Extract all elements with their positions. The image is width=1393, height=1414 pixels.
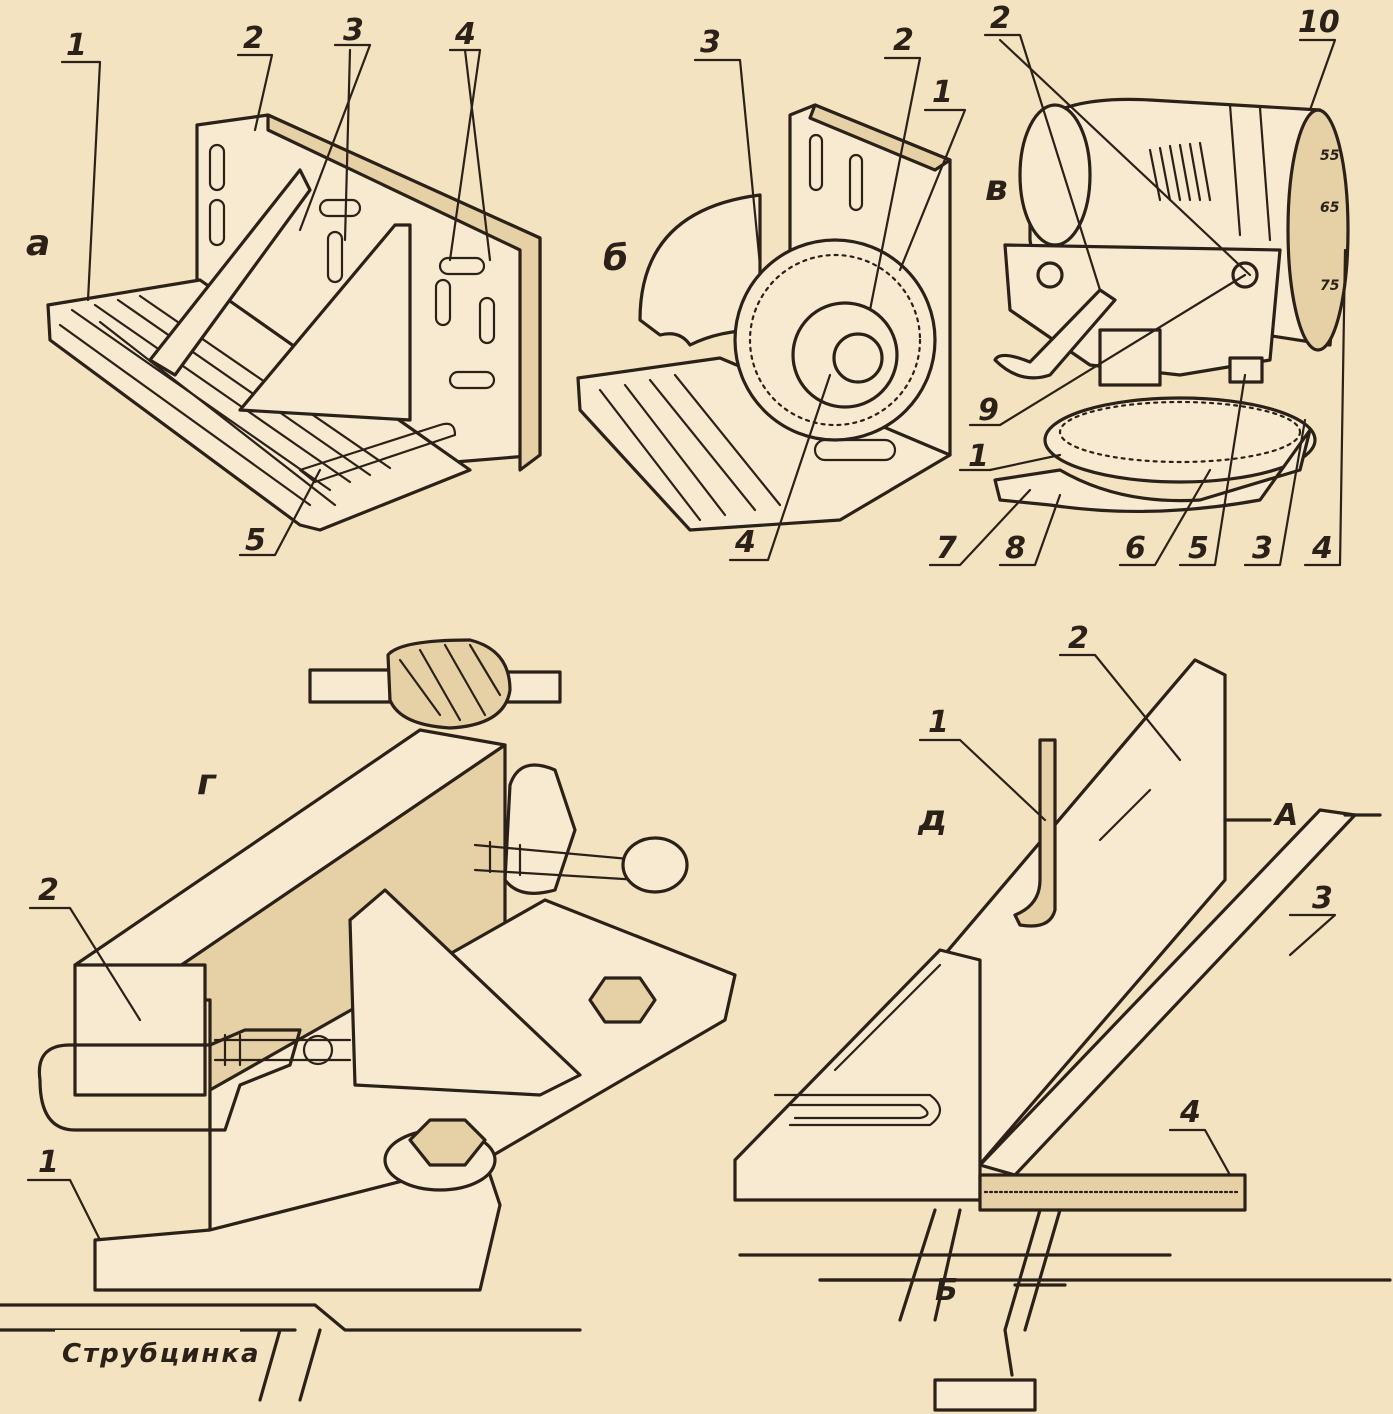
panel-v-callout-1: 1 [968,439,989,474]
cutter-teeth [398,643,502,722]
base-dial-graduation [1058,400,1302,464]
panel-v-universal-table: 55 65 75 в 2 10 9 1 7 8 6 5 3 4 [928,1,1350,567]
rib-left [148,168,312,377]
panel-b-letter: б [603,238,628,279]
panel-d-callout-2: 2 [1068,621,1089,656]
bolt-nut-back [588,976,657,1024]
rear-clamp-knob [621,836,689,894]
panel-a-callout-2: 2 [243,21,264,56]
vertical-plate-slots [208,143,496,390]
edge-finder [1013,738,1057,928]
dial-mark-75: 75 [1320,278,1340,294]
panel-a-callout-4: 4 [454,17,476,52]
section-mark-b: Б [935,1273,958,1308]
panel-v-callout-10: 10 [1298,5,1340,40]
panel-d-callout-1: 1 [928,705,949,740]
caption-backdrop [55,1330,240,1370]
panel-v-callout-7: 7 [936,531,957,566]
panel-a-callout-3: 3 [343,13,364,48]
table-dial-face [1286,108,1350,352]
panel-v-callout-2: 2 [990,1,1011,36]
rear-clamp-screw [473,840,642,882]
panel-b-callout-4: 4 [734,525,756,560]
panel-d-ruler-setup: д 2 1 3 4 А Б [733,621,1392,1412]
panel-b-rotary-plate: б 3 2 1 4 [576,23,967,562]
panel-v-callout-6: 6 [1125,531,1146,566]
base-nut [1228,356,1264,384]
panel-a-callout-5: 5 [245,523,266,558]
dial-marks: 55 65 75 [1320,148,1340,294]
panel-b-callout-3: 3 [700,25,721,60]
bolt-nut-front [408,1118,487,1167]
dial-mark-65: 65 [1320,200,1340,216]
rib-right [238,223,412,422]
panel-b-callout-2: 2 [893,23,914,58]
panel-v-callout-8: 8 [1005,531,1026,566]
base-slot [298,422,457,484]
section-mark-a: А [1273,798,1298,833]
rotary-center-nut [832,332,884,384]
panel-d-letter: д [917,798,947,839]
square-base-slots [773,963,942,1127]
panel-b-callout-1: 1 [932,75,953,110]
square-base [733,948,982,1202]
panel-d-callout-4: 4 [1179,1095,1201,1130]
panel-a-letter: а [26,223,50,264]
angle-plate-vertical-edge [266,113,542,472]
section-b-arrows [818,1278,1067,1287]
panel-g-clamp-setup: г 2 1 Струбцинка [0,638,737,1402]
rotary-base-slots [598,373,897,522]
panel-v-callout-9: 9 [978,393,999,428]
panel-v-callout-5: 5 [1188,531,1209,566]
dial-mark-55: 55 [1320,148,1340,164]
rotary-dial-graduation [748,253,922,427]
base-dial-ring [1043,396,1317,484]
clamp-frame [37,1028,302,1132]
panel-a-angle-plate: а 1 2 3 4 5 [26,13,542,558]
rotary-plate-slots [808,133,864,212]
panel-b-leaders [693,56,967,562]
workpiece-end [73,963,207,1097]
rotary-plate-base [576,356,952,532]
d-machine-table [738,1208,1392,1377]
feed-arrow [1098,788,1152,842]
panel-g-callout-2: 2 [38,873,59,908]
panel-v-callout-4: 4 [1311,531,1333,566]
panel-v-callout-3: 3 [1252,531,1273,566]
panel-a-callout-1: 1 [66,28,87,63]
clamp-screw [213,1033,352,1067]
panel-d-leaders [918,653,1337,1177]
panel-d-callout-3: 3 [1312,881,1333,916]
rotary-plate-edge [808,103,952,172]
panel-g-leaders [26,906,142,1242]
panel-v-leaders [928,33,1347,567]
panel-g-callout-1: 1 [38,1145,59,1180]
clamp-lever [993,288,1117,380]
bolt-left [1036,261,1064,289]
panel-g-caption: Струбцинка [62,1339,261,1369]
panel-g-letter: г [197,762,217,803]
table-worm-gear-teeth [1148,103,1272,242]
t-slot-bottom [933,1378,1037,1412]
panel-v-letter: в [985,168,1008,209]
setup-rib [348,888,582,1097]
arbor-left [308,668,392,704]
panel-a-leaders [60,43,492,557]
table-base [993,428,1312,513]
section-a-arrows [1223,813,1382,822]
rear-clamp [503,763,577,895]
